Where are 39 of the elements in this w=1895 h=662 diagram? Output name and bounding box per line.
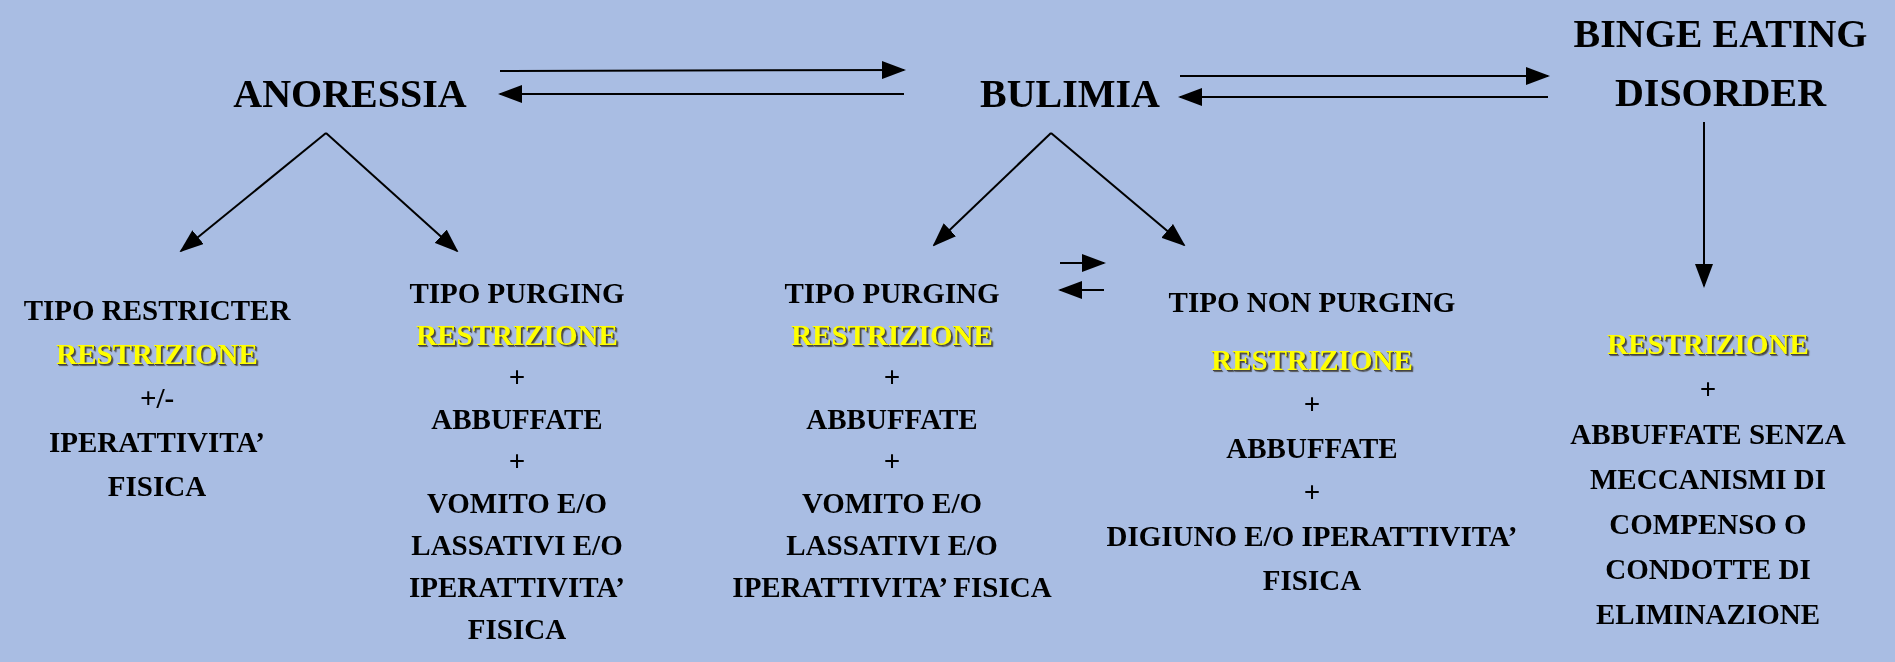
disorder-title: BINGE EATING DISORDER <box>1572 10 1869 117</box>
symptom-text: VOMITO E/O LASSATIVI E/O IPERATTIVITA’ FISICA <box>731 486 1053 605</box>
arrow <box>932 132 1052 247</box>
subtype-text: TIPO RESTRICTER <box>22 293 292 328</box>
arrow <box>1059 254 1106 272</box>
arrow <box>499 61 906 80</box>
symptom-text: + <box>1302 475 1322 510</box>
symptom-text: + <box>507 360 527 395</box>
arrow <box>179 132 327 253</box>
disorder-title: ANORESSIA <box>232 70 468 118</box>
subtype-text: TIPO PURGING <box>783 276 1001 311</box>
symptom-text: VOMITO E/O LASSATIVI E/O IPERATTIVITA’ FISICA <box>408 486 626 647</box>
arrow <box>1695 121 1713 288</box>
arrow <box>1179 67 1550 85</box>
symptom-text: DIGIUNO E/O IPERATTIVITA’ FISICA <box>1105 519 1519 598</box>
highlighted-text: RESTRIZIONE <box>790 318 994 353</box>
arrow <box>498 85 905 103</box>
highlighted-text: RESTRIZIONE <box>415 318 619 353</box>
symptom-text: ABBUFFATE <box>430 402 604 437</box>
arrow <box>1058 281 1105 299</box>
arrow <box>1178 88 1549 106</box>
symptom-text: ABBUFFATE <box>1225 431 1399 466</box>
symptom-text: + <box>882 444 902 479</box>
symptom-text: ABBUFFATE SENZA MECCANISMI DI COMPENSO O CONDOTTE DI ELIMINAZIONE <box>1569 417 1847 632</box>
symptom-text: ABBUFFATE <box>805 402 979 437</box>
symptom-text: +/- <box>138 381 176 416</box>
subtype-text: TIPO NON PURGING <box>1167 285 1457 320</box>
symptom-text: + <box>1302 387 1322 422</box>
highlighted-text: RESTRIZIONE <box>1606 327 1810 362</box>
symptom-text: + <box>882 360 902 395</box>
subtype-text: TIPO PURGING <box>408 276 626 311</box>
highlighted-text: RESTRIZIONE <box>1210 343 1414 378</box>
highlighted-text: RESTRIZIONE <box>55 337 259 372</box>
symptom-text: + <box>1698 372 1718 407</box>
symptom-text: + <box>507 444 527 479</box>
arrow <box>1050 132 1186 247</box>
symptom-text: IPERATTIVITA’ FISICA <box>48 425 266 504</box>
arrow <box>325 132 459 253</box>
disorder-title: BULIMIA <box>979 70 1161 118</box>
